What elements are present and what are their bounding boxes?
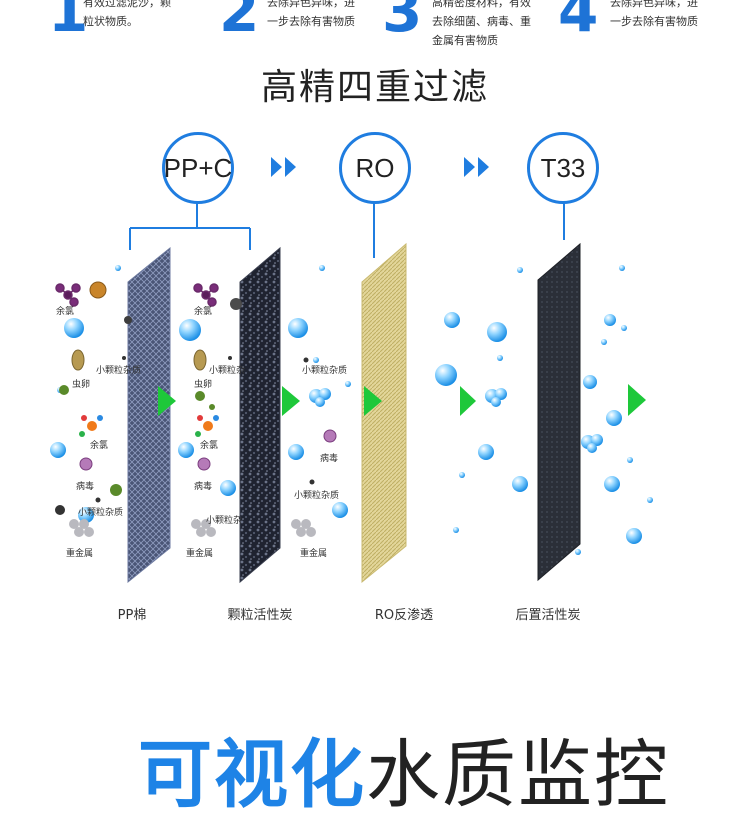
double-arrow-icon [271, 157, 489, 177]
bottom-heading-rest: 水质监控 [366, 732, 670, 818]
step-3: 3 高精密度材料，有效 去除细菌、病毒、重 金属有害物质 [382, 0, 552, 50]
chlorine-molecule-icon [55, 283, 81, 307]
contaminant-label: 重金属 [186, 549, 214, 559]
ro-filter-panel [361, 242, 407, 584]
flow-arrow-icon [158, 384, 646, 416]
pp-filter-panel [127, 246, 171, 584]
step-number: 2 [219, 0, 260, 45]
step-line: 金属有害物质 [432, 34, 498, 47]
connector-lines [129, 200, 565, 258]
contaminant-label: 虫卵 [194, 380, 213, 390]
contaminant-label: 小颗粒杂质 [302, 366, 348, 376]
contaminant-label: 小颗粒杂质 [96, 366, 142, 376]
heavy-metal-icon [69, 519, 316, 537]
contaminant-label: 重金属 [66, 549, 94, 559]
t33-filter-panel [537, 242, 581, 582]
contaminant-label: 病毒 [76, 482, 95, 492]
step-line: 高精密度材料，有效 [432, 0, 531, 9]
stage-circle-t33: T33 [527, 132, 599, 204]
bottom-heading-highlight: 可视化 [138, 732, 366, 818]
stage-circle-ppc: PP+C [162, 132, 234, 204]
step-number: 4 [558, 0, 599, 45]
contaminant-label: 虫卵 [72, 380, 91, 390]
step-line: 有效过滤泥沙，颗 [83, 0, 171, 9]
step-line: 去除异色异味，进 [610, 0, 698, 9]
dark-particle-icon [55, 357, 315, 515]
step-2: 2 去除异色异味，进 一步去除有害物质 [215, 0, 375, 50]
filter-label-t33: 后置活性炭 [515, 608, 581, 623]
chlorine-molecule-icon [193, 283, 219, 307]
step-4: 4 去除异色异味，进 一步去除有害物质 [558, 0, 748, 50]
step-1: 1 有效过滤泥沙，颗 粒状物质。 [40, 0, 180, 50]
contaminant-label: 余氯 [194, 307, 213, 317]
filter-label-pp: PP棉 [117, 608, 147, 623]
colored-molecule-icon [79, 415, 219, 437]
step-number: 1 [48, 0, 89, 45]
contaminant-label: 小颗粒杂质 [294, 491, 340, 501]
bottom-heading: 可视化水质监控 [138, 738, 670, 812]
bubble-cluster-icon [309, 388, 603, 453]
step-line: 一步去除有害物质 [610, 15, 698, 28]
step-number: 3 [382, 0, 423, 45]
water-bubbles [50, 265, 653, 555]
egg-icon [71, 349, 207, 371]
filter-label-ro: RO反渗透 [374, 608, 434, 623]
stage-circle-ro: RO [339, 132, 411, 204]
contaminant-label: 小颗粒杂质 [78, 508, 124, 518]
contaminant-label: 小颗粒杂 [206, 516, 243, 526]
contaminant-label: 余氯 [56, 307, 75, 317]
filter-diagram [50, 157, 653, 584]
contaminant-label: 病毒 [194, 482, 213, 492]
virus-icon [79, 429, 337, 471]
step-line: 去除异色异味，进 [267, 0, 355, 9]
step-line: 一步去除有害物质 [267, 15, 355, 28]
contaminant-label: 病毒 [320, 454, 339, 464]
step-line: 去除细菌、病毒、重 [432, 15, 531, 28]
section-title: 高精四重过滤 [260, 67, 489, 108]
contaminant-label: 余氯 [90, 441, 109, 451]
contaminant-label: 余氯 [200, 441, 219, 451]
filter-label-carbon: 颗粒活性炭 [227, 608, 293, 623]
step-line: 粒状物质。 [83, 15, 138, 28]
carbon-filter-panel [239, 246, 281, 584]
contaminant-label: 小颗粒杂 [209, 366, 246, 376]
green-particle-icon [59, 356, 232, 496]
contaminant-label: 重金属 [300, 549, 328, 559]
sediment-particle-icon [89, 281, 242, 324]
